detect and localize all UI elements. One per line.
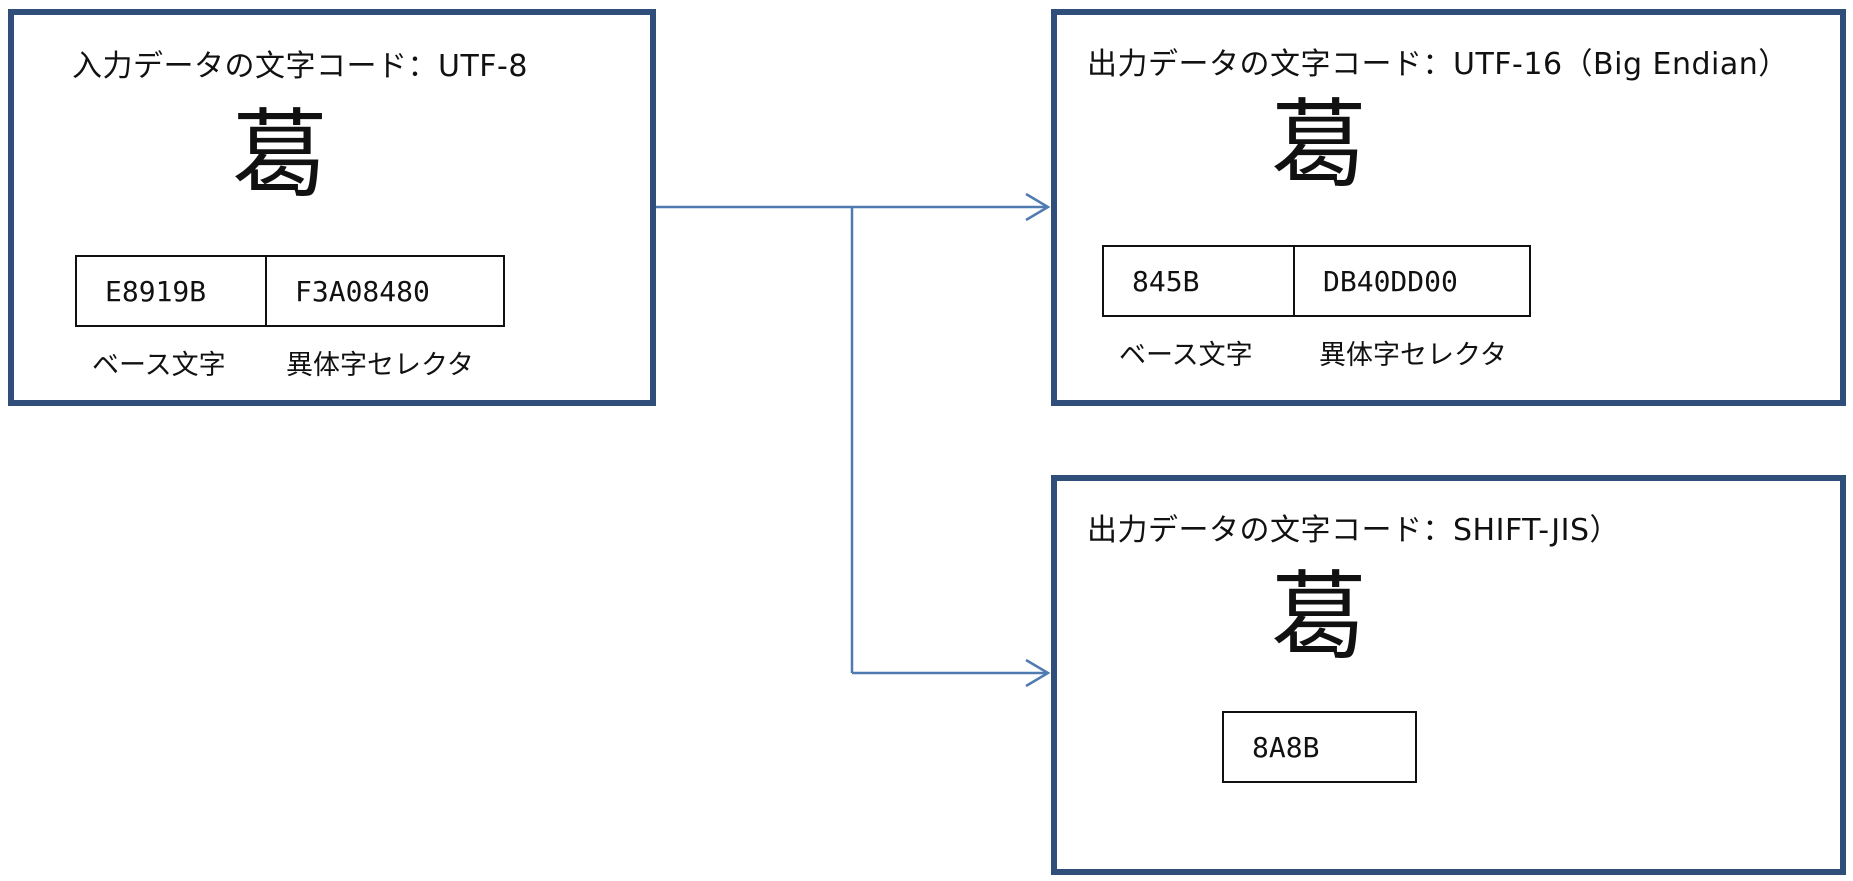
utf16-code-row: 845B DB40DD00 <box>1102 245 1531 317</box>
connector-lines <box>656 192 1051 688</box>
sjis-panel-title: 出力データの文字コード：SHIFT-JIS） <box>1087 513 1620 548</box>
sjis-output-panel: 出力データの文字コード：SHIFT-JIS） 葛 8A8B <box>1051 475 1846 875</box>
input-vs-code: F3A08480 <box>267 255 505 327</box>
utf16-vs-code: DB40DD00 <box>1295 245 1531 317</box>
arrowhead-to-sjis <box>1025 658 1051 688</box>
utf16-base-code: 845B <box>1102 245 1295 317</box>
utf16-base-caption: ベース文字 <box>1119 340 1253 371</box>
sjis-base-code: 8A8B <box>1222 711 1417 783</box>
utf16-panel-title: 出力データの文字コード：UTF-16（Big Endian） <box>1087 47 1789 82</box>
utf16-glyph: 葛 <box>1271 89 1367 201</box>
input-glyph: 葛 <box>232 99 328 211</box>
sjis-glyph: 葛 <box>1271 561 1367 673</box>
utf16-vs-caption: 異体字セレクタ <box>1319 340 1507 371</box>
sjis-code-row: 8A8B <box>1222 711 1417 783</box>
input-base-caption: ベース文字 <box>92 350 226 381</box>
input-code-row: E8919B F3A08480 <box>75 255 505 327</box>
input-base-code: E8919B <box>75 255 267 327</box>
input-panel: 入力データの文字コード：UTF-8 葛 E8919B F3A08480 ベース文… <box>8 9 656 406</box>
input-panel-title: 入力データの文字コード：UTF-8 <box>72 49 528 84</box>
input-vs-caption: 異体字セレクタ <box>286 350 474 381</box>
utf16-output-panel: 出力データの文字コード：UTF-16（Big Endian） 葛 845B DB… <box>1051 9 1846 406</box>
arrowhead-to-utf16 <box>1025 192 1051 222</box>
